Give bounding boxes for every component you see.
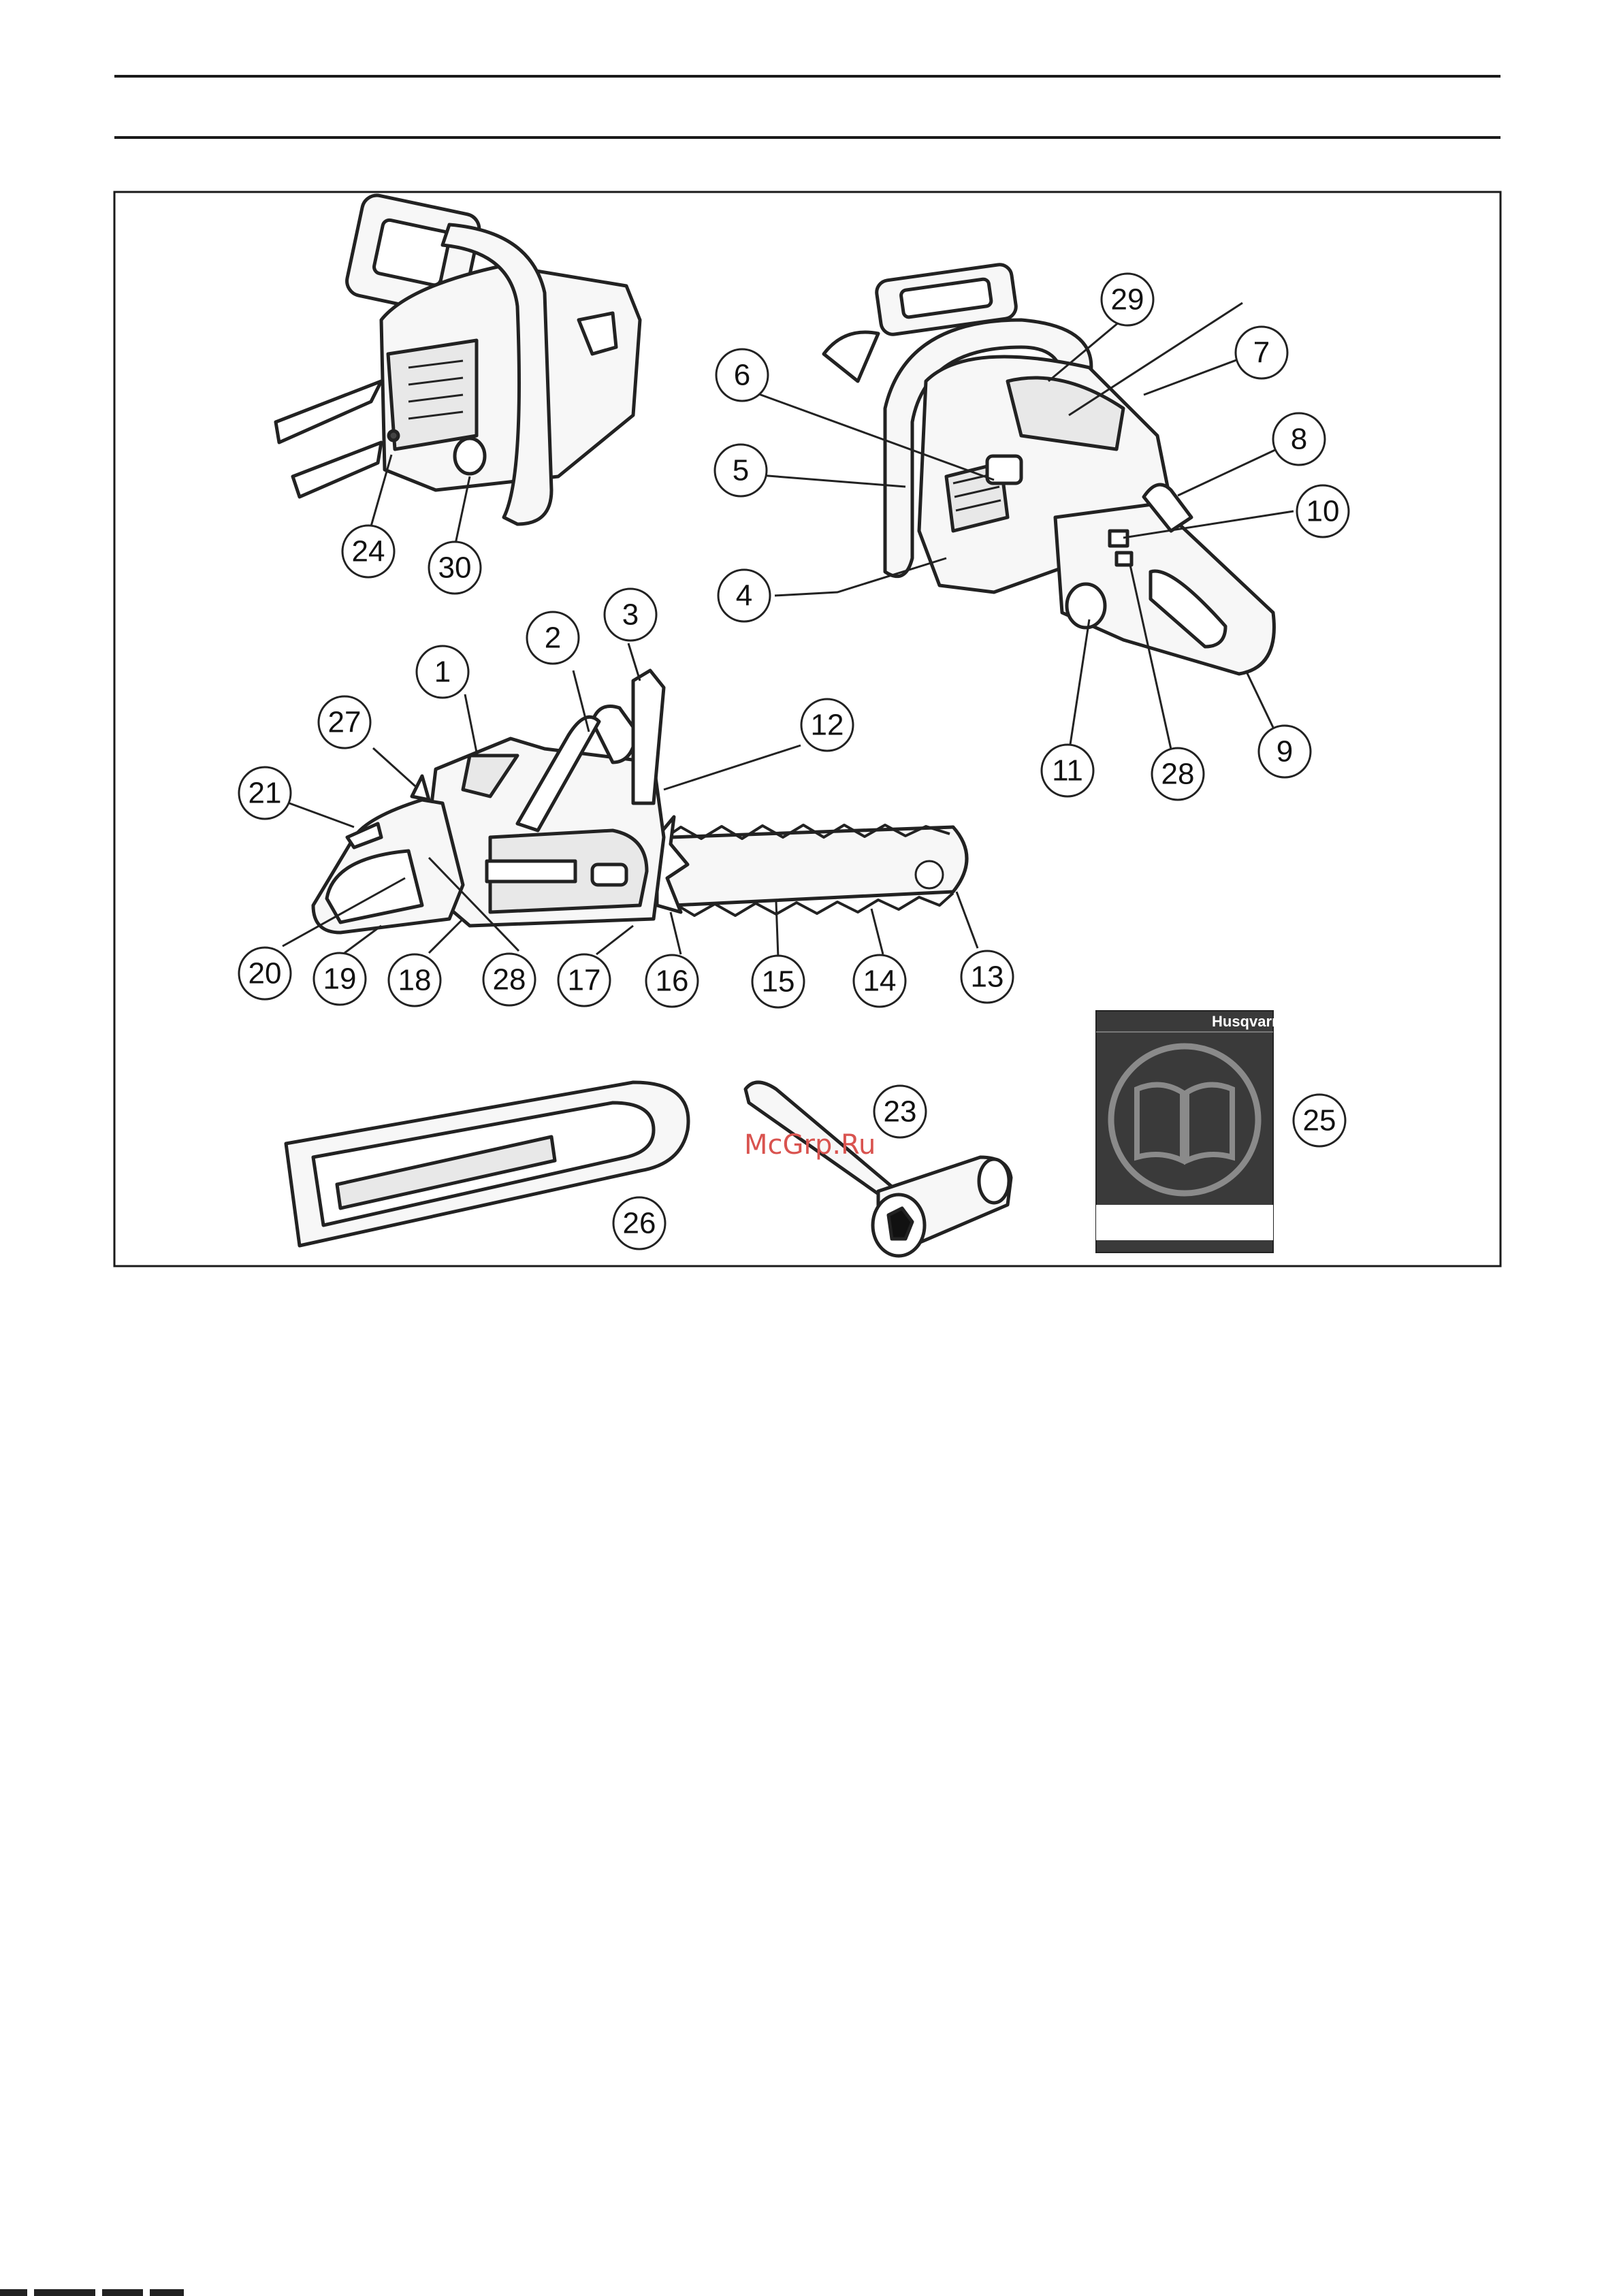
chainsaw-rear-view xyxy=(276,193,640,524)
callout-7: 7 xyxy=(1253,336,1270,370)
callout-14: 14 xyxy=(863,965,897,998)
callout-13: 13 xyxy=(971,960,1004,994)
callout-9: 9 xyxy=(1277,735,1293,769)
operators-manual: Husqvarna xyxy=(1096,1011,1289,1252)
callout-30: 30 xyxy=(438,551,472,585)
watermark-text: McGrp.Ru xyxy=(744,1129,876,1161)
callout-1: 1 xyxy=(434,656,451,689)
callout-3: 3 xyxy=(622,598,639,632)
chainsaw-side-view xyxy=(313,670,967,933)
callout-2: 2 xyxy=(545,621,561,655)
callout-5: 5 xyxy=(733,454,749,487)
callout-12: 12 xyxy=(811,709,844,742)
callout-23: 23 xyxy=(884,1095,917,1129)
callout-4: 4 xyxy=(736,579,752,613)
callout-10: 10 xyxy=(1306,495,1340,528)
callout-19: 19 xyxy=(323,963,357,996)
callout-29: 29 xyxy=(1111,283,1144,317)
callout-17: 17 xyxy=(568,964,601,997)
manual-brand-text: Husqvarna xyxy=(1212,1013,1289,1030)
callout-15: 15 xyxy=(762,965,795,999)
callout-28-side: 28 xyxy=(493,963,526,997)
callout-11: 11 xyxy=(1052,754,1083,788)
callout-20: 20 xyxy=(248,957,282,990)
callout-6: 6 xyxy=(734,359,750,392)
callout-16: 16 xyxy=(656,965,689,998)
callout-18: 18 xyxy=(398,964,432,997)
callout-24: 24 xyxy=(352,535,385,568)
footer-marks xyxy=(0,2284,259,2293)
callout-8: 8 xyxy=(1291,423,1307,456)
chainsaw-front-view xyxy=(824,263,1274,674)
callout-26: 26 xyxy=(623,1207,656,1240)
callout-25: 25 xyxy=(1303,1104,1336,1137)
callout-27: 27 xyxy=(328,706,362,739)
callout-28-front: 28 xyxy=(1161,758,1195,791)
callout-21: 21 xyxy=(248,777,282,810)
